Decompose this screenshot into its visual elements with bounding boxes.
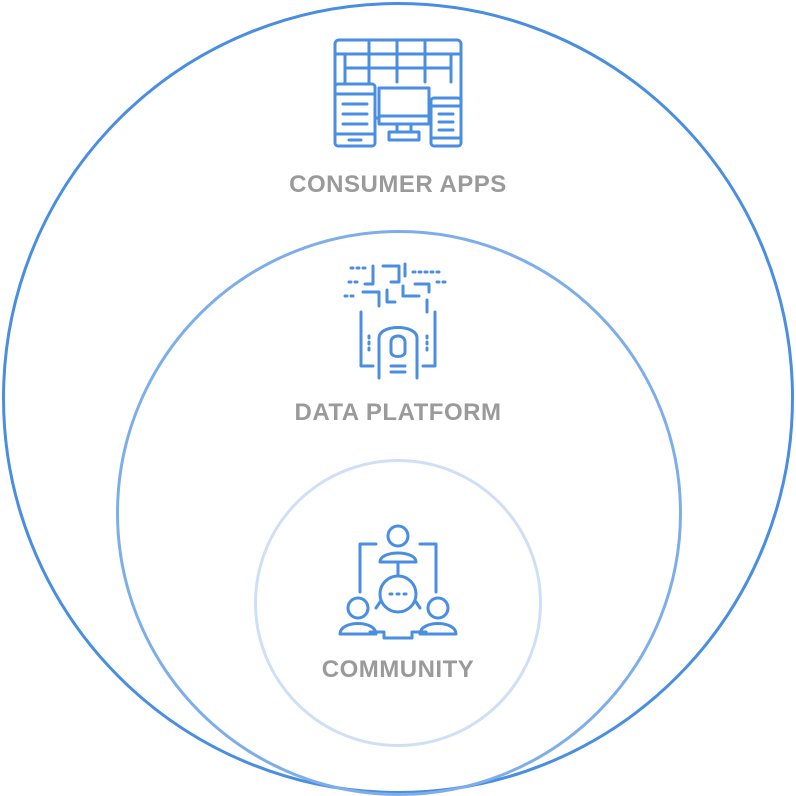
middle-ring-data-platform: [116, 230, 682, 796]
fingerprint-touch-icon: [343, 262, 453, 380]
data-platform-label: DATA PLATFORM: [294, 399, 502, 426]
inner-ring-community: [254, 459, 542, 747]
people-network-icon: [336, 522, 460, 640]
devices-grid-icon: [331, 36, 465, 150]
consumer-apps-label: CONSUMER APPS: [289, 171, 507, 198]
community-label: COMMUNITY: [321, 656, 475, 683]
